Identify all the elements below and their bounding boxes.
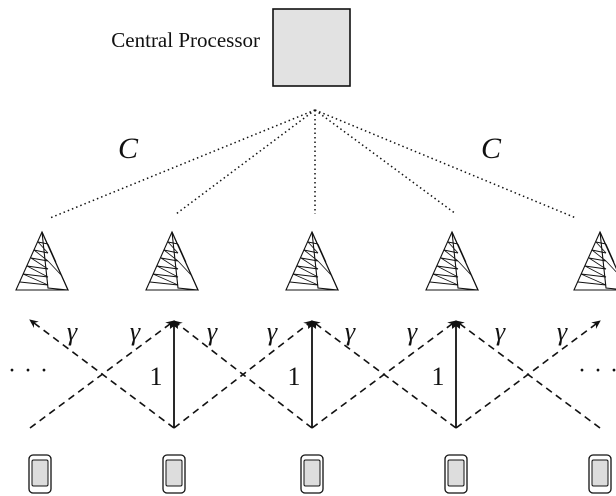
base-station-4-icon	[425, 231, 479, 291]
user-device-1-icon	[28, 454, 52, 494]
user-device-4-icon	[444, 454, 468, 494]
direct-gain-label-1: 1	[150, 362, 163, 391]
capacity-label-right: C	[481, 132, 502, 165]
gamma-label-8: γ	[557, 317, 568, 346]
fronthaul-link-2	[175, 109, 316, 215]
gamma-label-4: γ	[267, 317, 278, 346]
base-station-3-icon	[285, 231, 339, 291]
cross-link-8	[29, 320, 175, 429]
gamma-label-3: γ	[207, 317, 218, 346]
fronthaul-link-4	[314, 109, 457, 215]
gamma-label-7: γ	[495, 317, 506, 346]
user-device-3-icon	[300, 454, 324, 494]
base-station-2-icon	[145, 231, 199, 291]
direct-gain-label-2: 1	[288, 362, 301, 391]
fronthaul-links	[49, 109, 577, 219]
user-device-2-icon	[162, 454, 186, 494]
base-station-5-icon	[573, 231, 616, 291]
ellipsis-left: · · ·	[8, 358, 49, 384]
fronthaul-link-1	[49, 109, 316, 219]
base-station-1-icon	[15, 231, 69, 291]
gamma-label-2: γ	[130, 317, 141, 346]
capacity-label-left: C	[118, 132, 139, 165]
fronthaul-link-5	[314, 109, 577, 219]
cross-link-5	[311, 320, 457, 429]
central-processor-box	[272, 8, 351, 87]
user-device-5-icon	[588, 454, 612, 494]
direct-gain-label-3: 1	[432, 362, 445, 391]
gamma-label-5: γ	[345, 317, 356, 346]
ellipsis-right: · · ·	[578, 358, 616, 384]
cross-link-3	[173, 320, 313, 429]
central-processor-label: Central Processor	[111, 28, 260, 52]
gamma-label-1: γ	[67, 317, 78, 346]
cross-link-7	[455, 320, 601, 429]
gamma-label-6: γ	[407, 317, 418, 346]
